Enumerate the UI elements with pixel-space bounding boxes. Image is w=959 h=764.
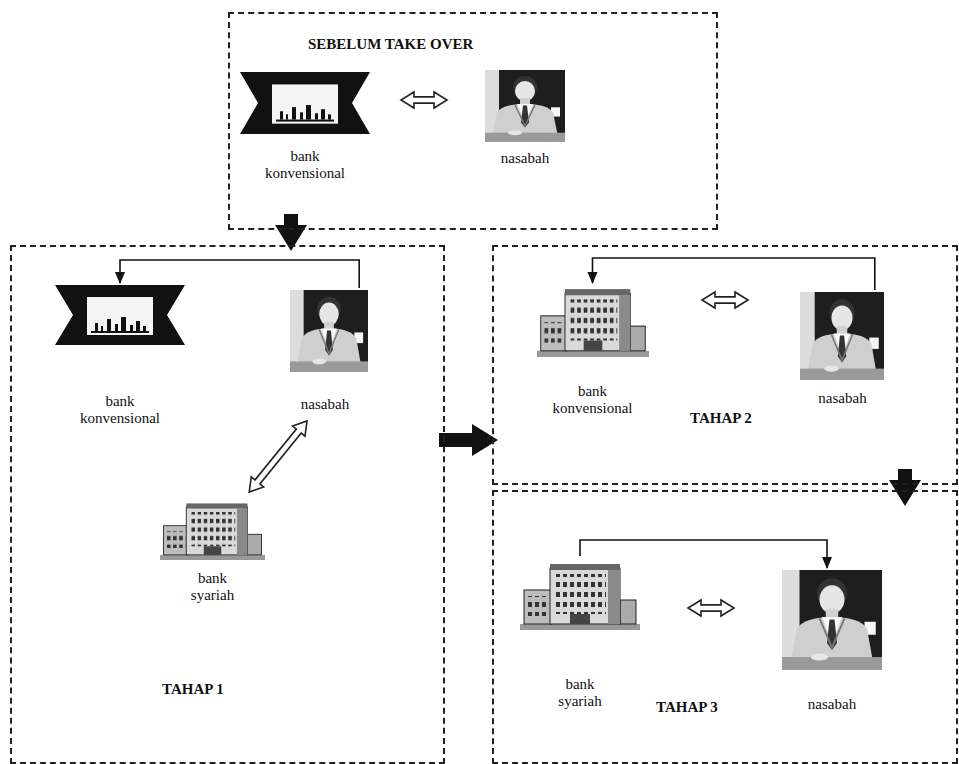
double-arrow bbox=[413, 96, 435, 104]
connector-group bbox=[713, 300, 737, 301]
party-figure: bank konvensional bbox=[55, 283, 185, 431]
connector-group bbox=[120, 260, 359, 288]
flow-arrow bbox=[580, 540, 827, 568]
stage-arrow bbox=[284, 214, 298, 226]
connector-group bbox=[256, 430, 300, 484]
customer-photo bbox=[782, 570, 882, 670]
stage-panel: SEBELUM TAKE OVER bank konvensional nasaba… bbox=[228, 12, 718, 230]
stage-arrow bbox=[898, 469, 912, 481]
party-label: bank konvensional bbox=[72, 393, 168, 427]
connector-group bbox=[699, 608, 723, 609]
arrow-inner bbox=[412, 98, 436, 103]
party-label: bank syariah bbox=[545, 676, 615, 710]
arrow-inner bbox=[713, 298, 737, 303]
arrow-inner bbox=[699, 606, 723, 611]
connector-group bbox=[580, 540, 827, 568]
stage-panel: TAHAP 1 bank konvensional nasabah bank syar… bbox=[10, 245, 445, 764]
panel-heading: TAHAP 1 bbox=[162, 681, 224, 698]
party-label: nasabah bbox=[280, 396, 370, 413]
customer-photo bbox=[485, 70, 565, 142]
party-figure: bank syariah bbox=[160, 496, 265, 608]
party-label: nasabah bbox=[800, 390, 885, 407]
bank-building-icon bbox=[520, 564, 640, 630]
party-figure: bank konvensional bbox=[240, 68, 370, 186]
panel-heading: TAHAP 2 bbox=[690, 410, 752, 427]
connector-group bbox=[291, 214, 292, 226]
flow-arrow bbox=[120, 260, 359, 288]
customer-photo bbox=[800, 292, 884, 380]
stage-panel: TAHAP 2 bank konvensional nasabah bbox=[492, 245, 958, 485]
arrow-inner bbox=[256, 430, 300, 484]
party-figure: bank konvensional bbox=[535, 283, 650, 421]
connector-group bbox=[593, 258, 875, 290]
party-label: bank syariah bbox=[178, 570, 248, 604]
double-arrow bbox=[714, 296, 736, 304]
bank-building-icon bbox=[537, 289, 649, 357]
party-label: bank konvensional bbox=[545, 383, 641, 417]
flow-arrow bbox=[593, 258, 875, 290]
party-figure: nasabah bbox=[478, 68, 572, 171]
panel-heading: SEBELUM TAKE OVER bbox=[308, 36, 473, 53]
connector-group bbox=[412, 100, 436, 101]
party-label: bank konvensional bbox=[257, 148, 353, 182]
party-figure: nasabah bbox=[782, 568, 882, 717]
bank-building-icon bbox=[160, 503, 265, 560]
bank-logo-icon bbox=[55, 285, 185, 345]
double-arrow bbox=[700, 604, 722, 612]
stage-panel: TAHAP 3 bank syariah nasabah bbox=[492, 490, 958, 764]
party-figure: nasabah bbox=[280, 288, 370, 417]
panel-heading: TAHAP 3 bbox=[656, 699, 718, 716]
party-label: nasabah bbox=[478, 150, 572, 167]
party-figure: nasabah bbox=[800, 290, 885, 411]
double-arrow bbox=[257, 430, 300, 482]
customer-photo bbox=[290, 290, 368, 372]
bank-logo-icon bbox=[240, 72, 370, 134]
party-figure: bank syariah bbox=[520, 556, 640, 714]
party-label: nasabah bbox=[782, 696, 882, 713]
connector-group bbox=[905, 469, 906, 481]
